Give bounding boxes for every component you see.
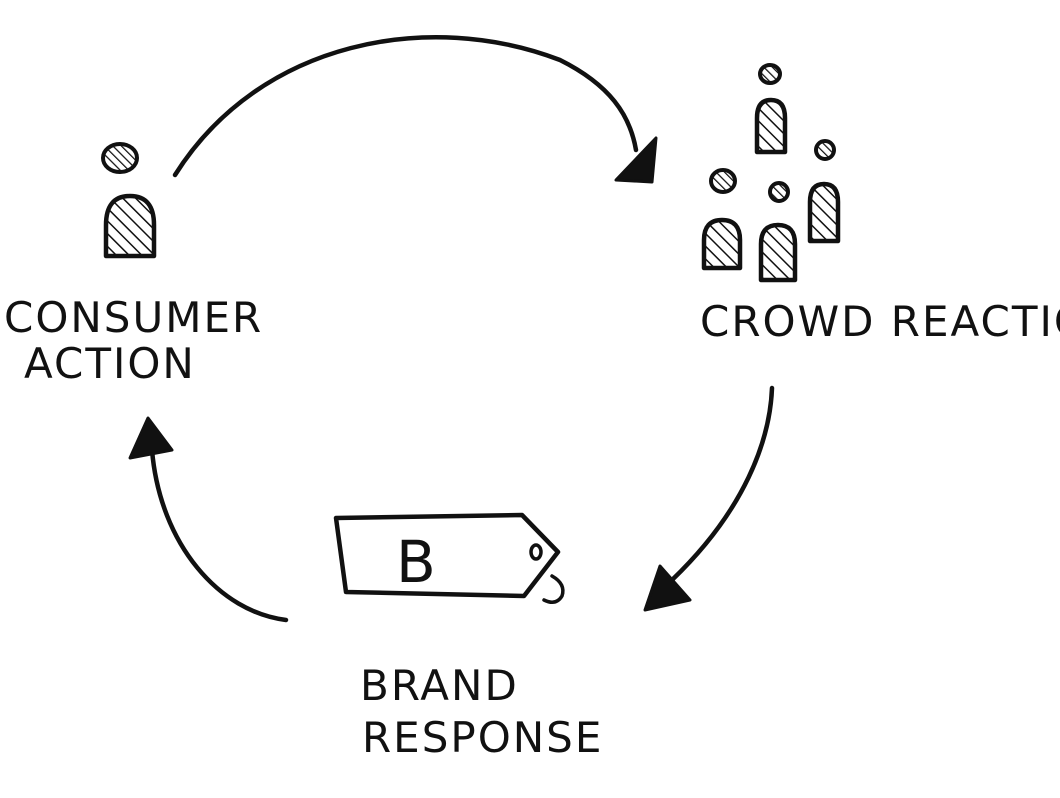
consumer-action-label-line2: ACTION	[24, 339, 196, 388]
crowd-person-icon	[758, 181, 798, 283]
consumer-person-icon	[101, 142, 157, 259]
crowd-person-icon	[754, 63, 788, 155]
brand-response-label-line1: BRAND	[360, 661, 519, 710]
crowd-reaction-label: CROWD REACTION	[700, 297, 1060, 346]
arrow-crowd-to-brand	[643, 385, 775, 612]
brand-response-label-line2: RESPONSE	[362, 713, 603, 762]
crowd-person-icon	[807, 139, 841, 244]
consumer-action-label-line1: CONSUMER	[4, 293, 263, 342]
crowd-person-icon	[701, 168, 743, 271]
brand-price-tag-icon: B	[333, 512, 565, 604]
brand-tag-letter: B	[396, 528, 436, 596]
arrow-consumer-to-crowd	[172, 35, 658, 184]
crowd-people-icon	[701, 63, 841, 283]
arrow-brand-to-consumer	[128, 416, 289, 623]
